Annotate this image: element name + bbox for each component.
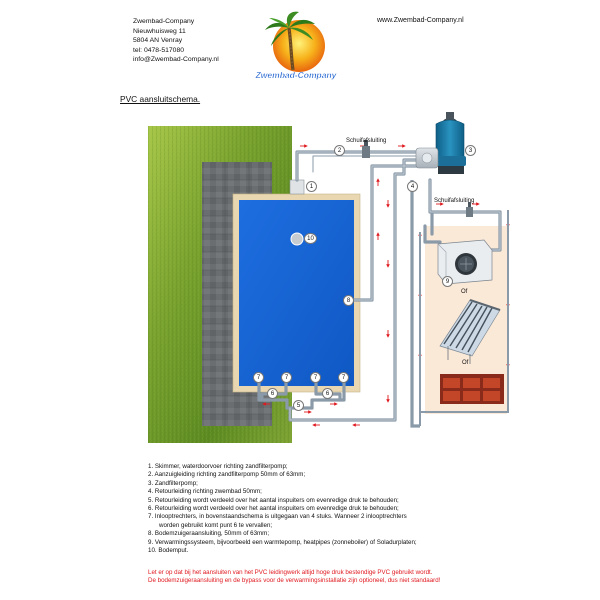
gate-valve-label-1: Schuifafsluiting — [346, 138, 387, 144]
marker-10-bottom-drain: 10 — [304, 233, 317, 244]
or-label-2: Of — [462, 360, 469, 366]
legend-item: 10. Bodemput. — [148, 547, 189, 555]
solar-heatpipe-collector — [439, 299, 501, 364]
page-title: PVC aansluitschema. — [120, 94, 201, 104]
logo-text: Zwembad-Company — [255, 70, 338, 80]
warning-line: De bodemzuigeraansluiting en de bypass v… — [148, 577, 441, 585]
pool-water — [239, 200, 354, 386]
gate-valve-2 — [466, 202, 473, 217]
marker-2-suction-line: 2 — [334, 145, 345, 156]
legend-item: 4. Retourleiding richting zwembad 50mm; — [148, 488, 262, 496]
legend-list: 1. Skimmer, waterdoorvoer richting zandf… — [148, 463, 417, 555]
marker-4-return-line: 4 — [407, 181, 418, 192]
legend-item: 9. Verwarmingssysteem, bijvoorbeeld een … — [148, 538, 417, 546]
legend-item: 3. Zandfilterpomp; — [148, 479, 198, 487]
legend-item: 7. Inlooptrechters, in bovenstaandschema… — [148, 513, 407, 521]
heat-pump — [437, 239, 493, 285]
marker-7-inlet-1: 7 — [253, 372, 264, 383]
sand-filter-pump — [415, 112, 466, 174]
street-address: Nieuwhuisweg 11 — [133, 27, 186, 35]
bottom-drain — [290, 232, 304, 246]
marker-6-return-split-left: 6 — [267, 388, 278, 399]
legend-item: 2. Aanzuigleiding richting zandfilterpom… — [148, 471, 306, 479]
marker-7-inlet-3: 7 — [310, 372, 321, 383]
marker-7-inlet-4: 7 — [338, 372, 349, 383]
legend-item-continuation: worden gebruikt komt punt 6 te vervallen… — [159, 521, 273, 529]
website-link[interactable]: www.Zwembad-Company.nl — [377, 17, 464, 24]
marker-6-return-split-right: 6 — [322, 388, 333, 399]
legend-item: 6. Retourleiding wordt verdeeld over het… — [148, 505, 399, 513]
phone-number: tel: 0478-517080 — [133, 46, 185, 54]
gate-valve-label-2: Schuifafsluiting — [434, 198, 475, 204]
marker-7-inlet-2: 7 — [281, 372, 292, 383]
marker-3-sand-filter-pump: 3 — [465, 145, 476, 156]
legend-item: 8. Bodemzuigeraansluiting, 50mm of 63mm; — [148, 530, 270, 538]
company-logo: Zwembad-Company — [254, 11, 338, 80]
soladur-panels — [440, 374, 504, 404]
or-label-1: Of — [461, 289, 468, 295]
marker-9-heating-system: 9 — [442, 276, 453, 287]
contact-block: Zwembad-Company Nieuwhuisweg 11 5804 AN … — [133, 17, 219, 65]
marker-5-return-split: 5 — [293, 400, 304, 411]
marker-1-skimmer: 1 — [306, 181, 317, 192]
gate-valve-1 — [362, 140, 370, 158]
warning-line: Let er op dat bij het aansluiten van het… — [148, 569, 433, 576]
marker-8-bottom-suction: 8 — [343, 295, 354, 306]
warning-note: Let er op dat bij het aansluiten van het… — [148, 569, 440, 586]
company-name: Zwembad-Company — [133, 18, 195, 25]
skimmer — [289, 179, 305, 195]
city-address: 5804 AN Venray — [133, 37, 183, 45]
email-address[interactable]: info@Zwembad-Company.nl — [133, 56, 219, 64]
legend-item: 5. Retourleiding wordt verdeeld over het… — [148, 496, 399, 504]
legend-item: 1. Skimmer, waterdoorvoer richting zandf… — [148, 463, 288, 470]
